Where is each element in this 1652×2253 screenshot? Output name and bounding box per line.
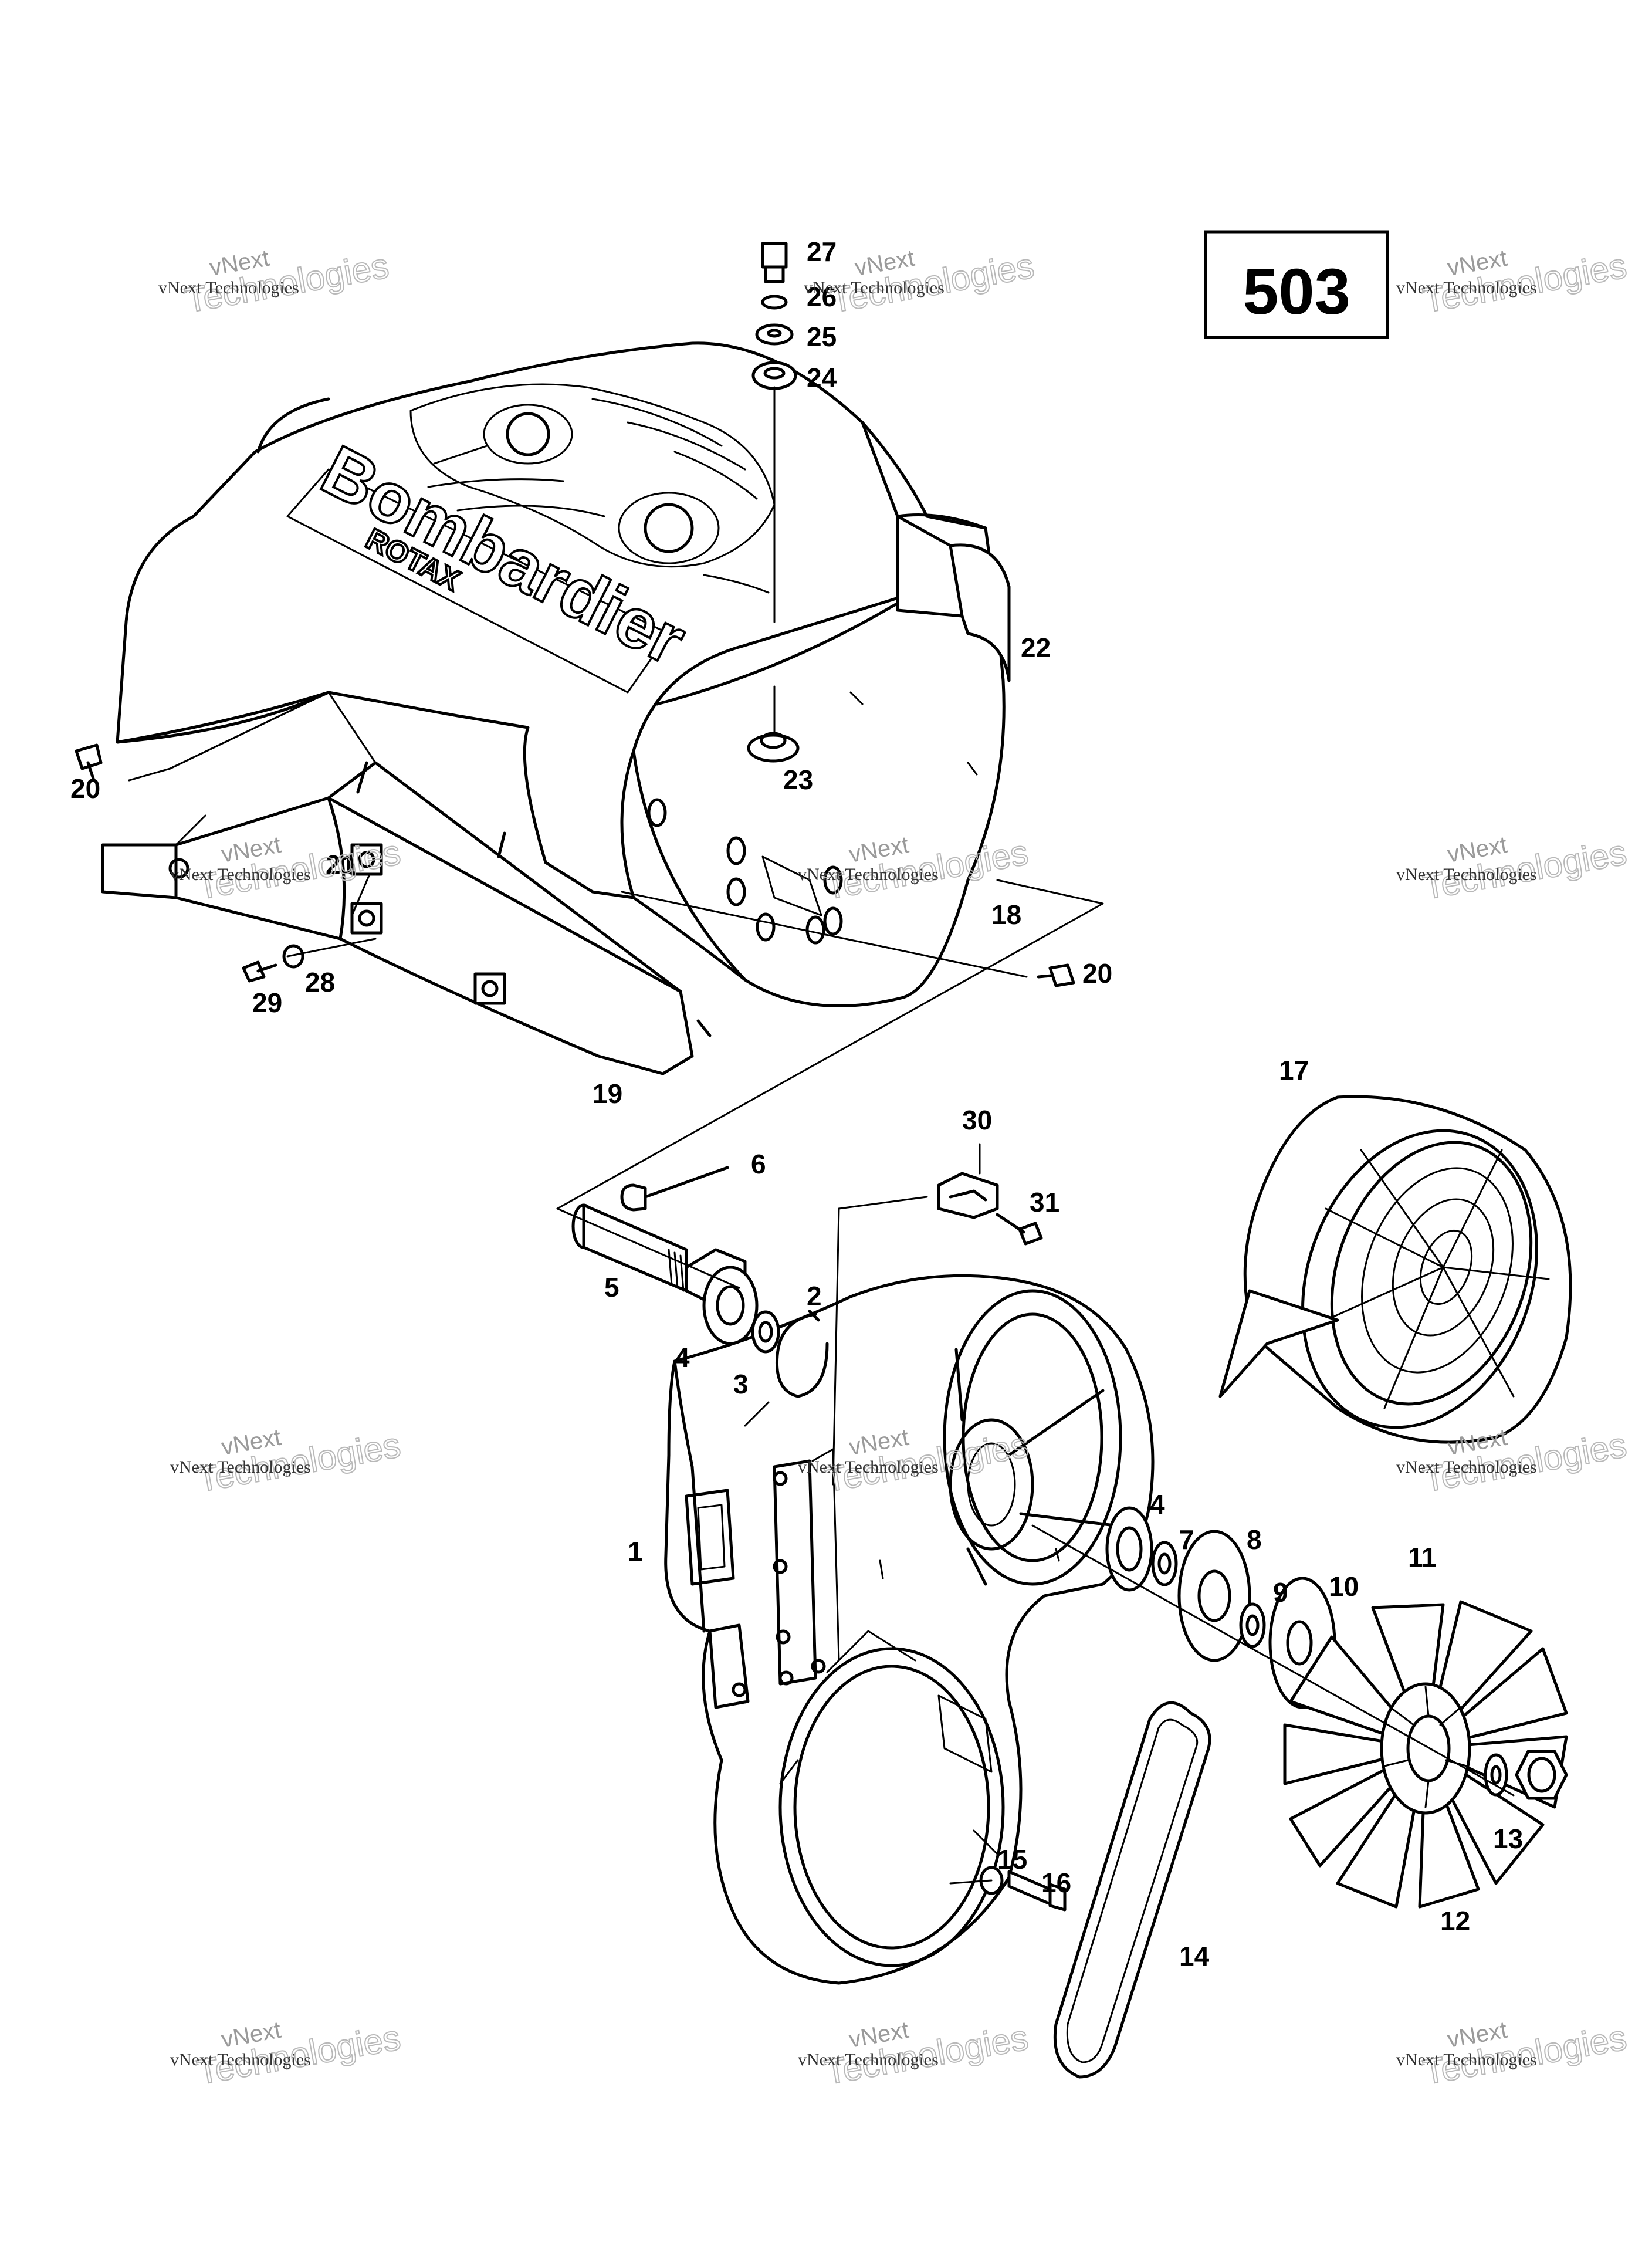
callout-4-right: 4 (1150, 1489, 1165, 1520)
callout-20-right: 20 (1082, 958, 1112, 989)
svg-text:vNext Technologies: vNext Technologies (1396, 2050, 1537, 2069)
clamp-30 (937, 1172, 999, 1219)
callout-31: 31 (1030, 1187, 1059, 1217)
callout-26: 26 (807, 282, 837, 312)
watermark: vNext Technologies vNext Technologies (170, 1425, 404, 1500)
callout-12: 12 (1440, 1906, 1470, 1936)
callout-4-top: 4 (675, 1342, 690, 1373)
screw-31 (996, 1213, 1043, 1246)
svg-text:vNext Technologies: vNext Technologies (798, 2050, 939, 2069)
watermark: vNext Technologies vNext Technologies (1396, 2017, 1630, 2093)
svg-text:vNext Technologies: vNext Technologies (1396, 1457, 1537, 1477)
pulley-stack (1105, 1506, 1336, 1709)
fan-guard (1218, 1095, 1572, 1444)
bolt-stack-top (751, 242, 797, 390)
callout-25: 25 (807, 322, 837, 352)
screw-16 (1007, 1870, 1067, 1912)
callout-18: 18 (991, 899, 1021, 930)
callout-7: 7 (1179, 1524, 1194, 1555)
watermark: vNext Technologies vNext Technologies (1396, 832, 1630, 908)
callout-30: 30 (962, 1105, 992, 1135)
fan-blades (1283, 1600, 1568, 1909)
engine-shroud: Bombardier ROTAX (116, 341, 1006, 1008)
callout-9: 9 (1273, 1577, 1288, 1608)
callout-5: 5 (604, 1272, 620, 1303)
callout-6: 6 (751, 1149, 766, 1179)
shaft-assembly (571, 1166, 829, 1398)
callout-29: 29 (252, 987, 282, 1018)
svg-text:vNext Technologies: vNext Technologies (798, 1457, 939, 1477)
svg-text:vNext Technologies: vNext Technologies (804, 278, 945, 297)
svg-text:vNext Technologies: vNext Technologies (170, 865, 311, 884)
callout-27: 27 (807, 236, 837, 267)
callout-16: 16 (1041, 1868, 1071, 1898)
page-number-box: 503 (1204, 230, 1389, 339)
callout-28: 28 (305, 967, 335, 997)
callout-19: 19 (593, 1078, 622, 1109)
callout-1: 1 (628, 1536, 643, 1567)
callout-22: 22 (1021, 632, 1051, 663)
svg-text:vNext Technologies: vNext Technologies (1396, 278, 1537, 297)
callout-11: 11 (1408, 1542, 1437, 1572)
svg-text:vNext Technologies: vNext Technologies (170, 2050, 311, 2069)
svg-text:vNext Technologies: vNext Technologies (798, 865, 939, 884)
leader-lines (128, 386, 1515, 1885)
callout-17: 17 (1279, 1055, 1309, 1085)
callout-14: 14 (1179, 1941, 1210, 1971)
callout-24: 24 (807, 363, 837, 393)
callout-13: 13 (1493, 1824, 1523, 1854)
callout-23: 23 (783, 764, 813, 795)
screw-20-left (75, 743, 103, 782)
svg-text:vNext Technologies: vNext Technologies (158, 278, 299, 297)
callout-10: 10 (1329, 1571, 1359, 1602)
watermark: vNext Technologies vNext Technologies (158, 245, 392, 321)
screw-20-right (1037, 963, 1075, 987)
screw-washer-28-29 (242, 944, 304, 983)
svg-text:vNext Technologies: vNext Technologies (170, 1457, 311, 1477)
watermark: vNext Technologies vNext Technologies (1396, 245, 1630, 321)
page-number: 503 (1243, 256, 1350, 328)
watermark: vNext Technologies vNext Technologies (798, 2017, 1031, 2093)
support-bracket (101, 761, 712, 1075)
callout-8: 8 (1247, 1524, 1262, 1555)
callout-2: 2 (807, 1281, 822, 1311)
svg-text:vNext Technologies: vNext Technologies (1396, 865, 1537, 884)
callouts: 27 26 25 24 22 20 23 21 18 20 28 29 19 3… (70, 236, 1523, 1971)
nut-13 (1515, 1750, 1568, 1800)
washer-12 (1484, 1753, 1508, 1797)
fan-housing (664, 1274, 1155, 1985)
callout-15: 15 (997, 1844, 1027, 1875)
callout-20-left: 20 (70, 773, 100, 804)
drive-belt (1053, 1701, 1211, 2079)
watermark: vNext Technologies vNext Technologies (170, 2017, 404, 2093)
callout-21: 21 (326, 850, 356, 880)
callout-3: 3 (733, 1369, 749, 1399)
watermark: vNext Technologies vNext Technologies (804, 245, 1037, 321)
deflector-plate (896, 515, 1011, 682)
